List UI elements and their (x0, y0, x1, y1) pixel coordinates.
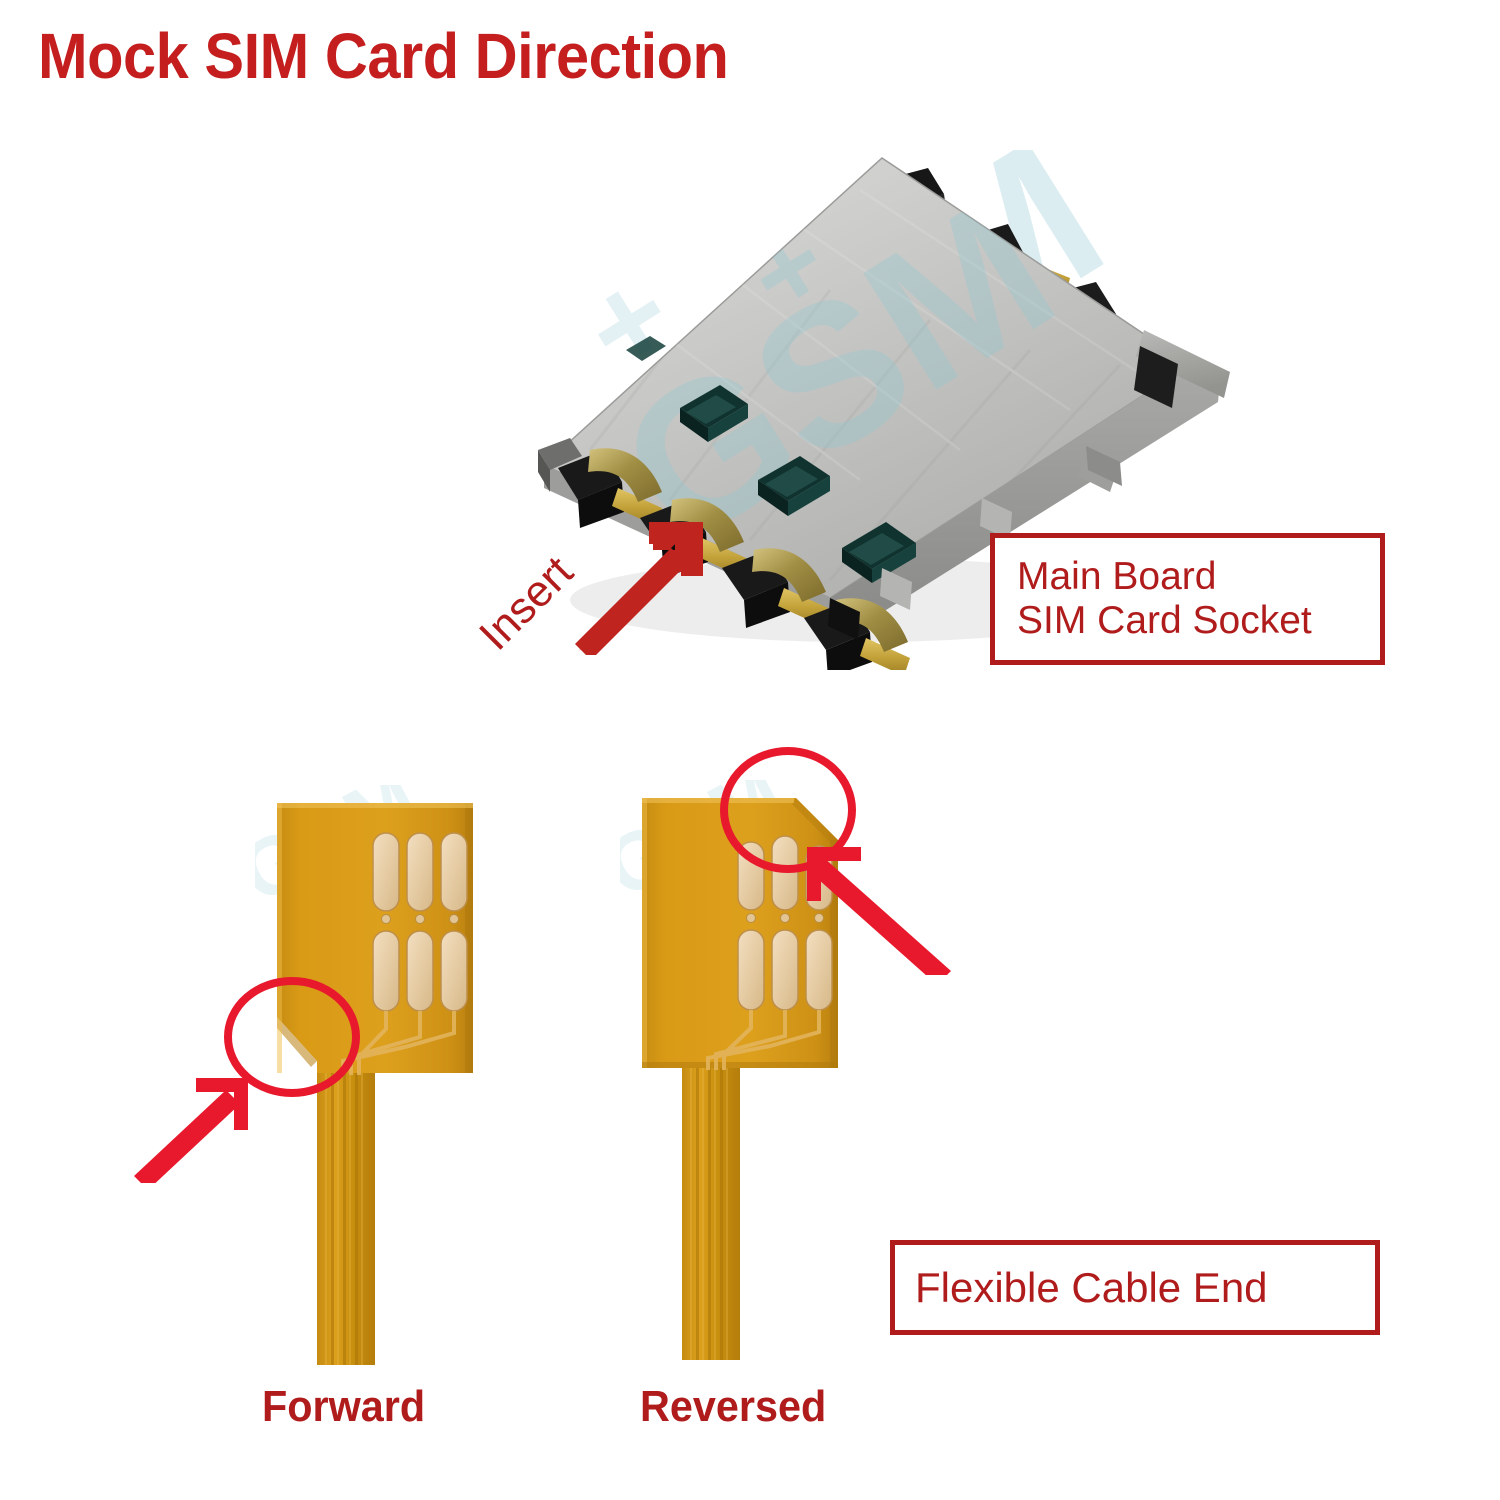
pointer-arrow-forward (130, 1048, 315, 1190)
pointer-arrow-reversed (805, 835, 955, 985)
socket-tab-side (1086, 446, 1122, 486)
shield-texture (568, 188, 1151, 592)
card-label-forward: Forward (262, 1382, 426, 1431)
callout-flexible-cable-end: Flexible Cable End (890, 1240, 1380, 1335)
socket-svg: GSM + (538, 95, 1230, 678)
socket-rear-nub (1134, 346, 1178, 408)
highlight-circle-reversed (718, 745, 858, 875)
sim-card-socket-image: GSM + (530, 95, 1230, 678)
callout-socket-line2: SIM Card Socket (1017, 599, 1312, 642)
page-title: Mock SIM Card Direction (38, 20, 729, 92)
socket-side-wall (830, 365, 1220, 620)
ribbon-traces (325, 1073, 363, 1365)
callout-cable-line1: Flexible Cable End (915, 1263, 1268, 1311)
card-label-reversed: Reversed (640, 1382, 827, 1431)
contact-pads (372, 832, 468, 1012)
chamfer-edge (792, 798, 838, 844)
insert-arrow-icon (575, 520, 705, 660)
callout-main-board-sim-socket: Main Board SIM Card Socket (990, 533, 1385, 665)
ribbon-traces (690, 1068, 728, 1360)
socket-front-contacts (538, 438, 1012, 678)
highlight-circle-forward (222, 975, 362, 1100)
callout-socket-line1: Main Board (1017, 554, 1217, 598)
socket-tray (1136, 330, 1230, 398)
pad-traces (706, 1010, 821, 1070)
